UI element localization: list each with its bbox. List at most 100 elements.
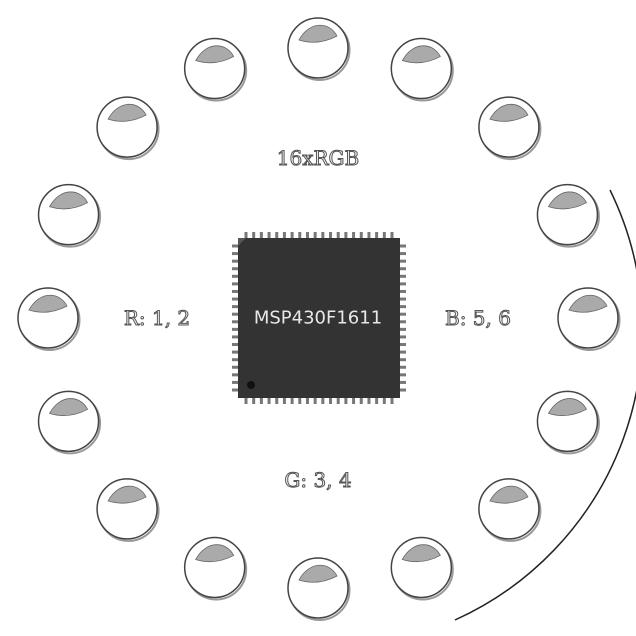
chip-pin [400, 320, 406, 324]
led-10 [183, 536, 248, 601]
chip-pin [259, 232, 263, 238]
chip-pin [298, 398, 302, 404]
chip-pin [336, 232, 340, 238]
led-4 [536, 183, 600, 248]
led-13 [17, 287, 81, 351]
chip-pin [282, 398, 286, 404]
led-16 [183, 37, 248, 102]
pin1-marker [247, 381, 255, 389]
title-label: 16xRGB [276, 146, 360, 171]
chip-pin [232, 335, 238, 339]
microcontroller-chip [232, 232, 406, 404]
chip-pin [400, 327, 406, 331]
chip-pin [232, 312, 238, 316]
chip-name-label: MSP430F1611 [253, 307, 383, 329]
chip-pin [252, 398, 256, 404]
chip-pin [400, 274, 406, 278]
chip-pin [232, 350, 238, 354]
chip-pin [375, 398, 379, 404]
chip-pin [329, 232, 333, 238]
chip-pin [232, 365, 238, 369]
chip-pin [305, 232, 309, 238]
board-outline-arc [454, 189, 636, 621]
led-15 [96, 96, 160, 161]
chip-pin [400, 244, 406, 248]
chip-pin [400, 267, 406, 271]
chip-pin [400, 297, 406, 301]
chip-pin [232, 358, 238, 362]
chip-pin [400, 380, 406, 384]
led-6 [536, 390, 600, 455]
chip-pin [232, 327, 238, 331]
chip-pin [400, 282, 406, 286]
chip-pin [400, 289, 406, 293]
chip-pin [400, 358, 406, 362]
chip-pin [390, 398, 394, 404]
chip-pin [329, 398, 333, 404]
chip-pin [400, 388, 406, 392]
chip-pin [382, 232, 386, 238]
chip-pin [400, 335, 406, 339]
led-8 [390, 536, 454, 601]
led-9 [287, 557, 351, 621]
chip-pin [298, 232, 302, 238]
chip-pin [375, 232, 379, 238]
chip-pin [313, 232, 317, 238]
chip-pin [313, 398, 317, 404]
chip-pin [267, 398, 271, 404]
chip-pin [275, 398, 279, 404]
led-5 [557, 287, 621, 351]
chip-pin [232, 244, 238, 248]
green-channel-label: G: 3, 4 [284, 468, 352, 493]
led-14 [37, 183, 102, 248]
led-ring [17, 17, 621, 621]
chip-pin [359, 398, 363, 404]
red-channel-label: R: 1, 2 [123, 306, 191, 331]
chip-pins [232, 232, 406, 404]
blue-channel-label: B: 5, 6 [445, 306, 512, 331]
chip-pin [252, 232, 256, 238]
chip-pin [232, 373, 238, 377]
chip-pin [232, 282, 238, 286]
chip-pin [232, 388, 238, 392]
chip-pin [321, 398, 325, 404]
chip-pin [290, 398, 294, 404]
chip-pin [232, 259, 238, 263]
chip-pin [232, 320, 238, 324]
chip-pin [400, 312, 406, 316]
chip-pin [232, 267, 238, 271]
chip-pin [344, 232, 348, 238]
chip-pin [400, 259, 406, 263]
chip-pin [367, 232, 371, 238]
chip-pin [244, 398, 248, 404]
chip-pin [267, 232, 271, 238]
chip-pin [367, 398, 371, 404]
chip-pin [232, 252, 238, 256]
chip-pin [400, 252, 406, 256]
chip-pin [400, 305, 406, 309]
chip-pin [382, 398, 386, 404]
chip-pin [400, 365, 406, 369]
chip-pin [232, 380, 238, 384]
chip-pin [352, 398, 356, 404]
chip-pin [232, 305, 238, 309]
chip-pin [232, 343, 238, 347]
chip-pin [259, 398, 263, 404]
led-1 [287, 17, 351, 81]
chip-pin [290, 232, 294, 238]
led-11 [96, 478, 160, 542]
chip-pin [275, 232, 279, 238]
chip-pin [390, 232, 394, 238]
led-3 [478, 96, 542, 161]
led-12 [37, 390, 102, 455]
chip-pin [305, 398, 309, 404]
chip-pin [400, 350, 406, 354]
chip-pin [344, 398, 348, 404]
chip-pin [400, 343, 406, 347]
chip-pin [336, 398, 340, 404]
chip-pin [232, 274, 238, 278]
chip-pin [352, 232, 356, 238]
chip-pin [282, 232, 286, 238]
chip-pin [400, 373, 406, 377]
